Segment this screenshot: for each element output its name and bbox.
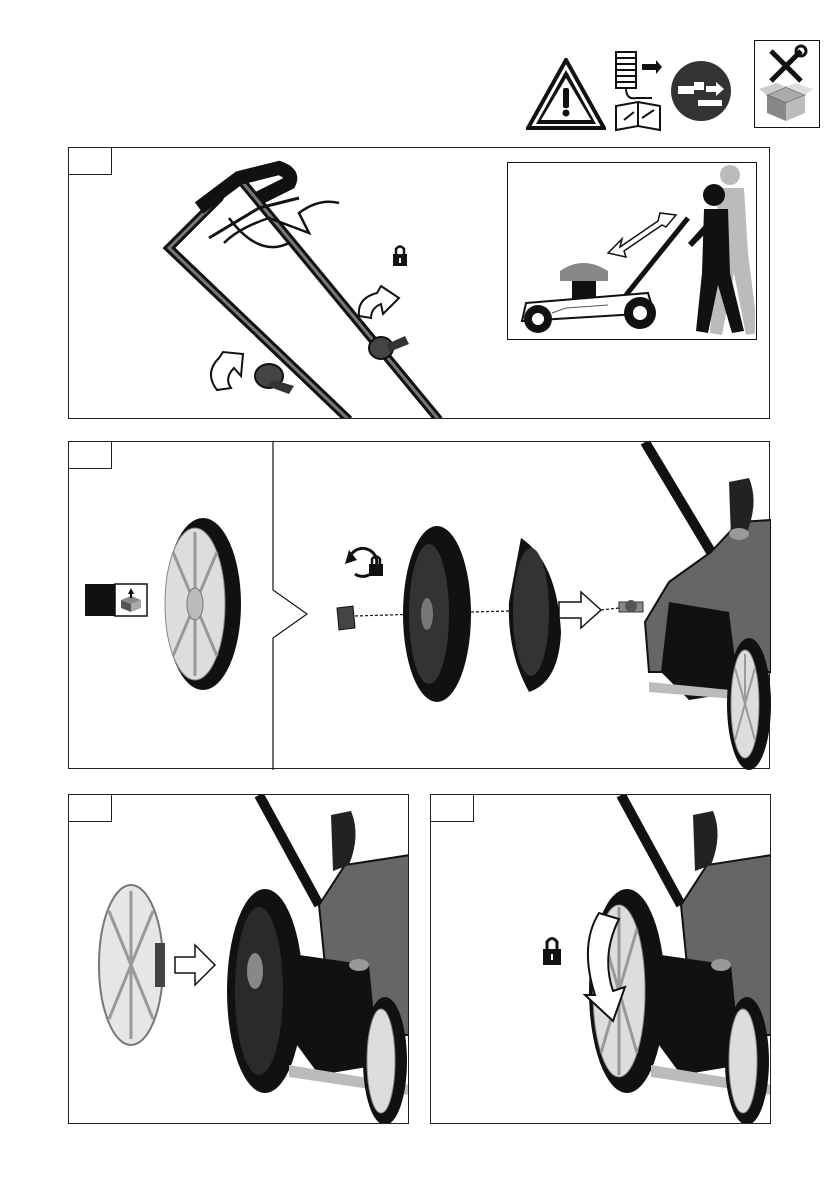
step-3-panel [68,794,409,1124]
accessory-wheel-illustration [81,518,261,698]
step-4-panel [430,794,771,1124]
read-manual-icon [612,50,664,132]
tools-and-box-icon [754,40,820,128]
step-number-tab [68,441,112,469]
step-number-tab [68,147,112,175]
wheel-assembly-exploded-view [309,442,771,770]
wheel-tighten-illustration [431,795,771,1124]
header-icons [520,40,820,132]
step-1-panel [68,147,770,419]
step-2-panel [68,441,770,769]
hubcap-insertion-illustration [69,795,409,1124]
warning-triangle-icon [526,58,606,130]
disconnect-spark-plug-icon [670,60,732,122]
operator-inset [507,162,757,340]
handle-unfold-illustration [109,158,529,418]
